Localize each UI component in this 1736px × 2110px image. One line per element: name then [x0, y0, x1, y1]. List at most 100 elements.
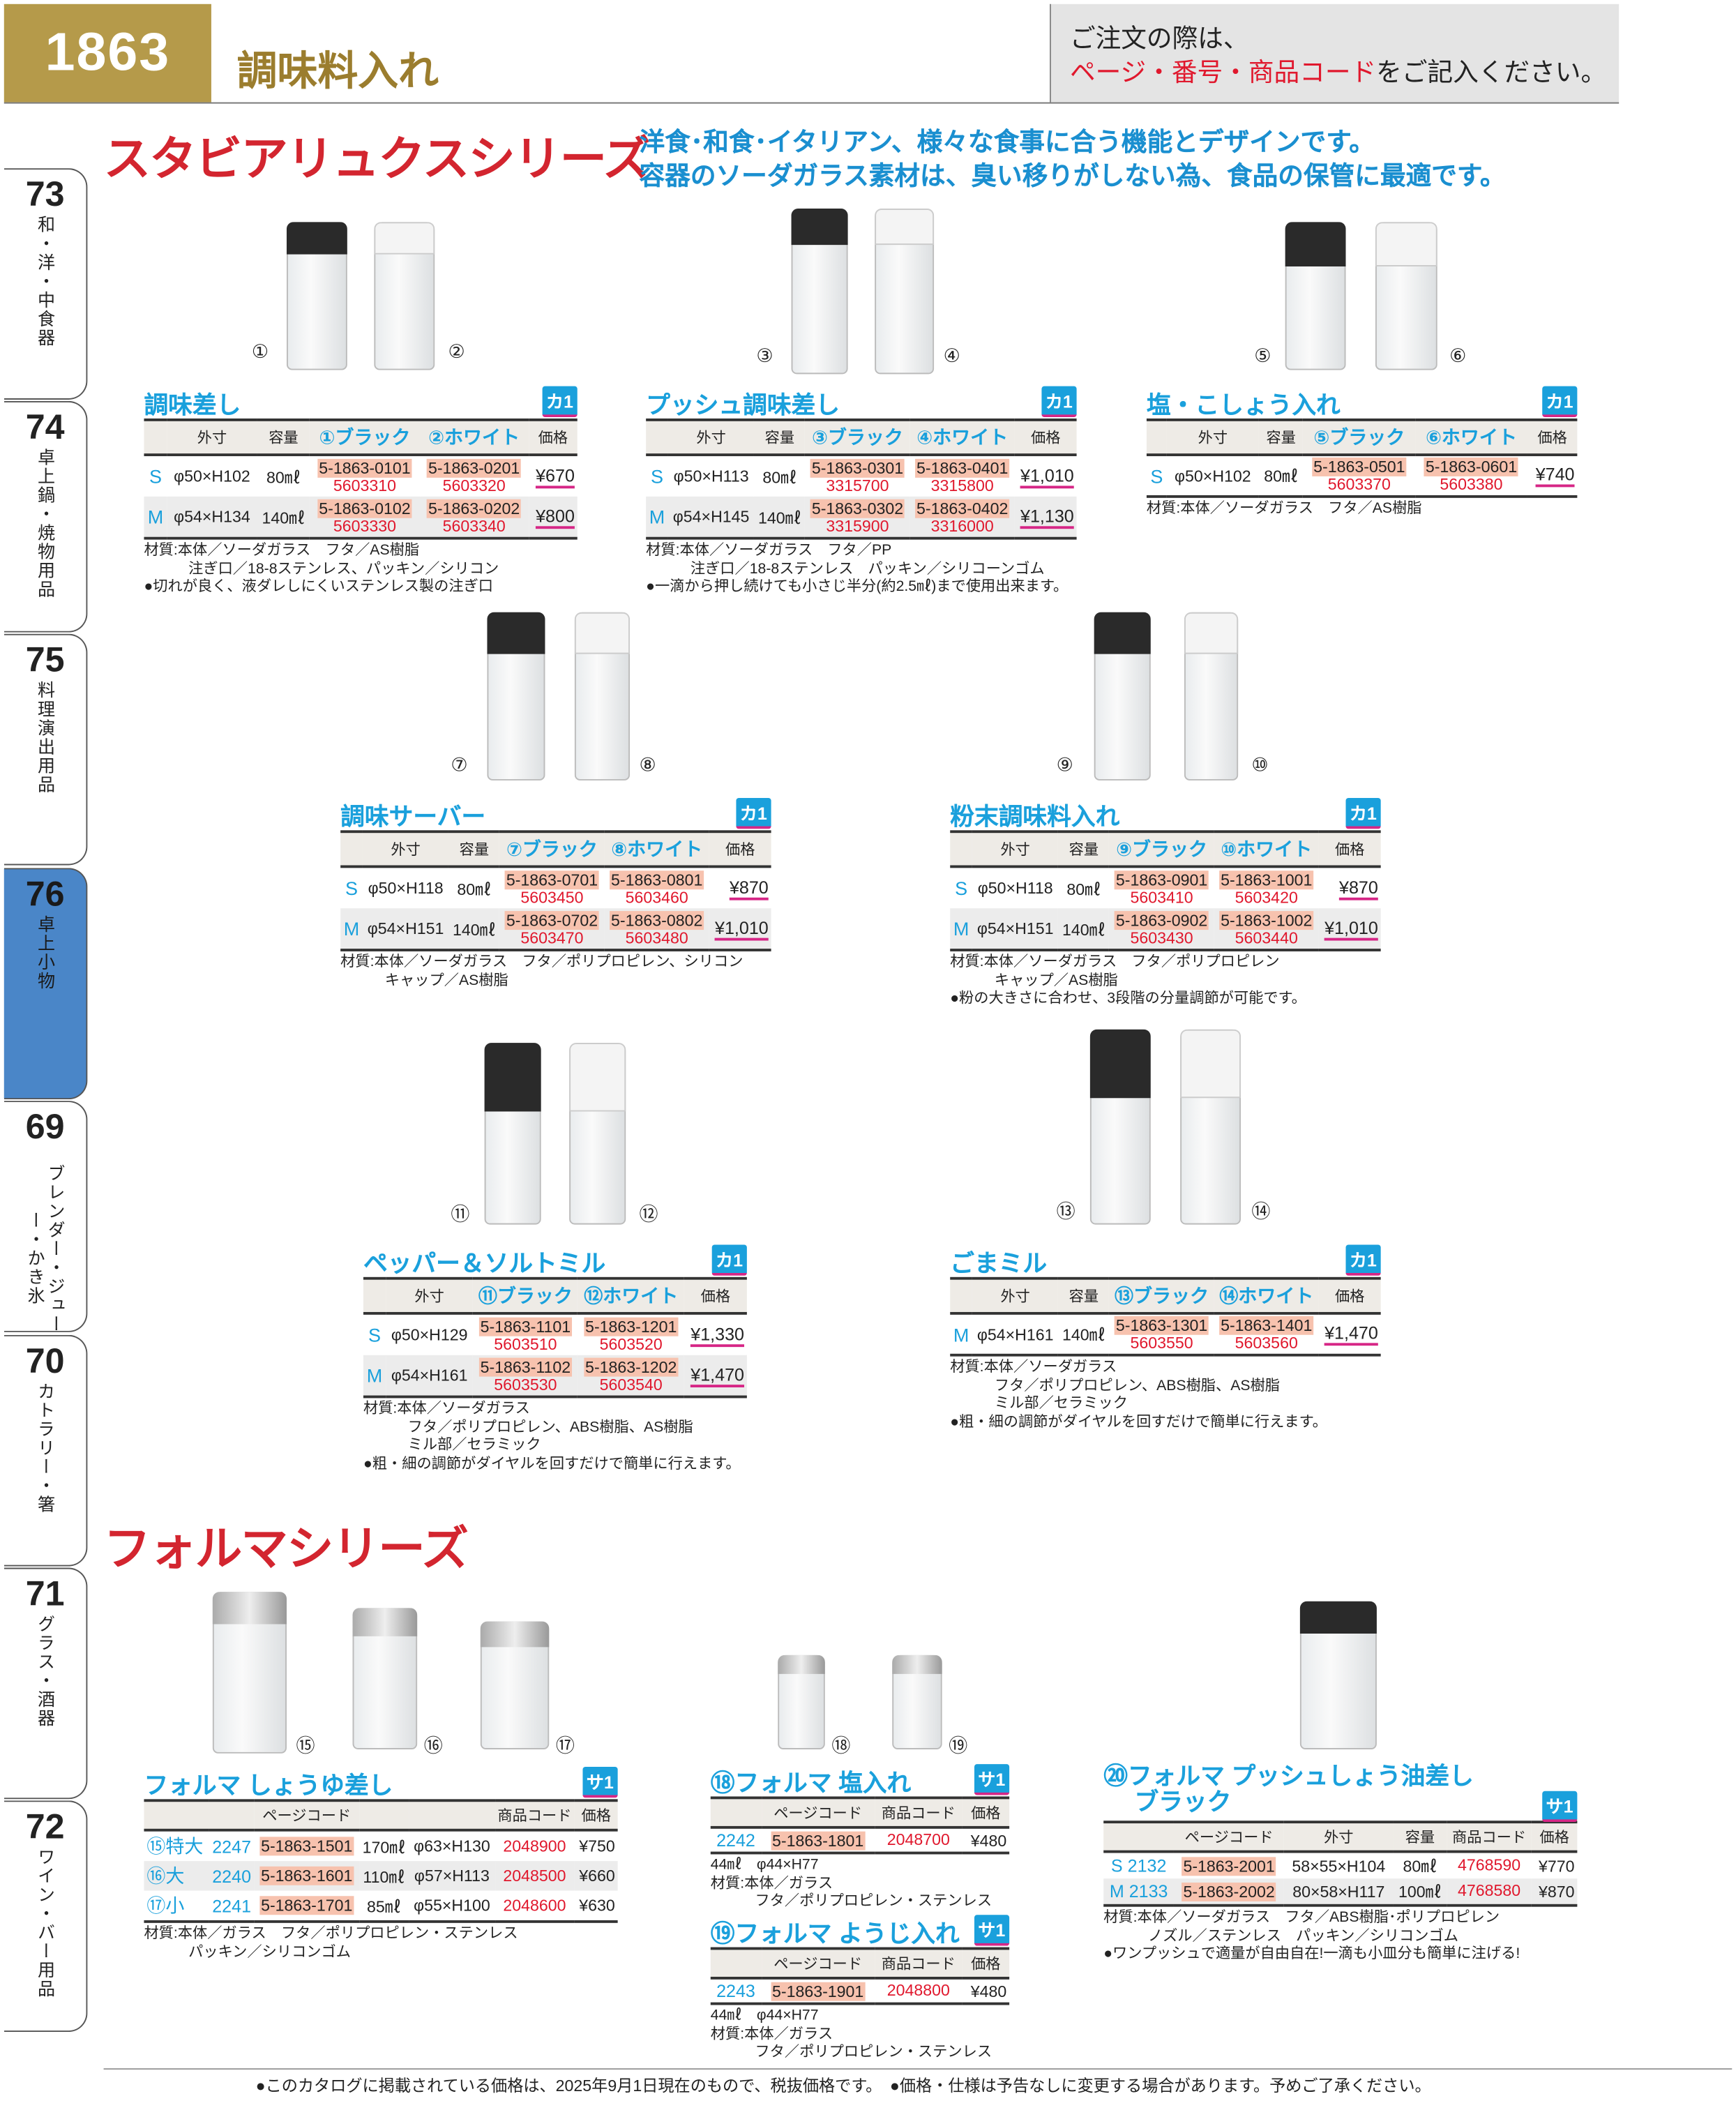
- product-bottle-image: [574, 612, 631, 781]
- item-number: 5-1863-1002: [1219, 910, 1314, 930]
- column-header: 外寸: [1000, 842, 1030, 859]
- category-badge: カ1: [1041, 386, 1077, 418]
- category-badge: カ1: [1345, 1244, 1381, 1276]
- cell-text: 80×58×H117: [1292, 1881, 1385, 1901]
- column-header: 価格: [581, 1808, 611, 1825]
- product-bottle-image: [1094, 612, 1151, 781]
- table-cell: ¥1,010: [1015, 455, 1077, 497]
- table-cell: 140㎖: [1058, 1313, 1109, 1355]
- item-number: 5-1863-0101: [317, 458, 412, 477]
- column-header: [950, 1279, 972, 1313]
- product-code: 5603370: [1327, 475, 1391, 495]
- footer-divider: [103, 2068, 1733, 2070]
- tab-label: 卓上小物: [35, 914, 56, 990]
- size-label: S: [955, 877, 968, 899]
- table-cell: ⑰小: [144, 1891, 209, 1922]
- page-code: 2242: [716, 1830, 755, 1851]
- product-notes: 材質:本体／ソーダガラス フタ／ポリプロピレン、ABS樹脂、AS樹脂 ミル部／セ…: [363, 1401, 741, 1472]
- table-cell: ¥870: [709, 866, 771, 908]
- product-bottle-image: [1184, 612, 1239, 781]
- product-notes: 44㎖ φ44×H77 材質:本体／ガラス フタ／ポリプロピレン・ステンレス: [710, 2007, 992, 2060]
- cell-text: 140㎖: [452, 919, 496, 939]
- cell-text: φ54×H161: [976, 1325, 1054, 1344]
- item-number: 5-1863-2002: [1182, 1881, 1276, 1901]
- column-header: ③ブラック: [812, 426, 903, 449]
- price: ¥1,010: [1324, 917, 1378, 940]
- product-code: 5603450: [520, 887, 584, 907]
- table-cell: S: [144, 455, 167, 497]
- header-divider: [3, 102, 1620, 104]
- product-code: 2048700: [886, 1830, 950, 1849]
- cell-text: 110㎖: [363, 1867, 405, 1886]
- product-bottle-image: [1375, 222, 1437, 370]
- cell-text: 85㎖: [366, 1897, 401, 1916]
- table-cell: 2247: [209, 1830, 255, 1861]
- product-code: 5603420: [1235, 887, 1298, 907]
- table-cell: M: [950, 908, 972, 950]
- item-number: 5-1863-1101: [478, 1316, 573, 1336]
- product-code: 5603560: [1235, 1333, 1298, 1352]
- product-notes: 材質:本体／ソーダガラス フタ／AS樹脂 注ぎ口／18-8ステンレス、パッキン／…: [144, 542, 499, 595]
- table-cell: φ54×H161: [972, 1313, 1058, 1355]
- tab-label: グラス・酒器: [35, 1615, 56, 1728]
- column-header: 外寸: [391, 842, 421, 859]
- product-title: ⑳フォルマ プッシュしょう油差し ブラック: [1103, 1763, 1474, 1816]
- product-code: 2048900: [503, 1836, 566, 1855]
- product-notes: 材質:本体／ソーダガラス フタ／ポリプロピレン キャップ／AS樹脂 ●粉の大きさ…: [950, 954, 1306, 1007]
- cell-text: φ57×H113: [414, 1866, 490, 1885]
- product-bottle-image: [212, 1592, 287, 1754]
- footer-note: ●このカタログに掲載されている価格は、2025年9月1日現在のもので、税抜価格で…: [255, 2076, 1431, 2095]
- tab-label: 料理演出用品: [35, 681, 56, 794]
- tab-number: 72: [25, 1805, 65, 1846]
- product-code: 5603540: [599, 1374, 663, 1394]
- item-number: 5-1863-1701: [259, 1896, 354, 1915]
- bottle-cap: [569, 1043, 626, 1113]
- size-label: ⑰小: [146, 1894, 185, 1917]
- image-number-label: ③: [756, 344, 773, 366]
- price: ¥870: [729, 877, 769, 900]
- column-header: 容量: [269, 430, 299, 447]
- product-code: 5603320: [442, 475, 506, 495]
- tab-number: 69: [25, 1106, 65, 1147]
- bottle-cap: [484, 1043, 541, 1113]
- column-header: 価格: [971, 1805, 1001, 1823]
- page-code: 2243: [716, 1980, 755, 2001]
- table-cell: φ50×H118: [363, 866, 448, 908]
- bottle-cap: [574, 612, 631, 655]
- category-badge: カ1: [735, 798, 771, 829]
- table-cell: 80㎖: [257, 455, 310, 497]
- bottle-cap: [374, 222, 435, 255]
- table-cell: S: [646, 455, 668, 497]
- table-cell: φ50×H118: [972, 866, 1058, 908]
- page-code: S 2132: [1110, 1855, 1167, 1876]
- table-cell: 2048600: [495, 1891, 575, 1922]
- bottle-cap: [1375, 222, 1437, 266]
- table-cell: φ54×H151: [363, 908, 448, 950]
- size-label: M: [649, 506, 665, 528]
- product-code: 4768590: [1458, 1855, 1521, 1875]
- product-bottle-image: [480, 1621, 550, 1749]
- product-code: 4768580: [1458, 1881, 1521, 1901]
